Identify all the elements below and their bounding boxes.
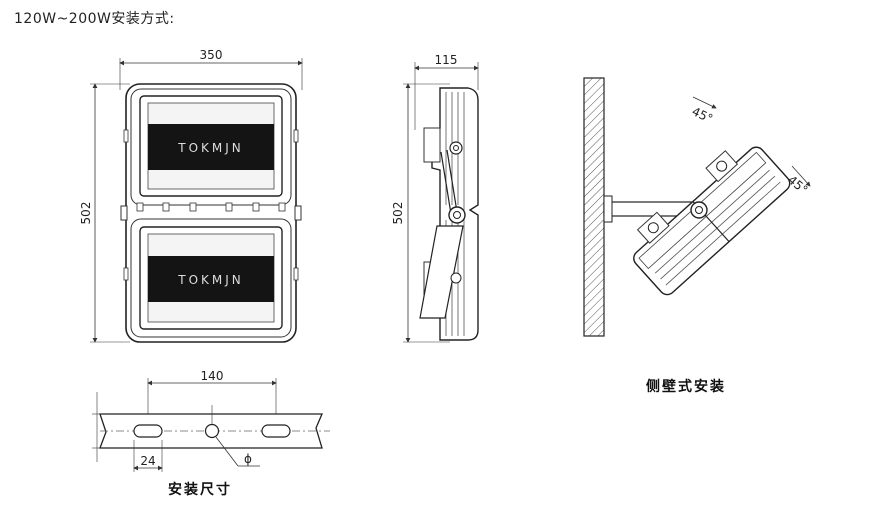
- wall-mount-view: 45° 45°: [583, 77, 811, 337]
- wall-angle-top: 45°: [690, 104, 715, 126]
- page-title: 120W~200W安装方式:: [14, 11, 175, 27]
- front-width-label: 350: [200, 48, 223, 62]
- front-brand-bottom: TOKMJN: [177, 273, 244, 287]
- wall-caption: 侧壁式安装: [646, 378, 726, 395]
- side-view: 115 502: [391, 53, 479, 343]
- bracket-caption: 安装尺寸: [168, 481, 232, 498]
- bracket-hole-label: ϕ: [244, 452, 252, 466]
- bracket-slot-label: 24: [140, 454, 155, 468]
- front-height-label: 502: [79, 202, 93, 225]
- bracket-spacing-label: 140: [201, 369, 224, 383]
- front-view: 350 502 TOKMJN TOKMJN: [79, 48, 303, 343]
- bracket-view: 140 24 ϕ: [92, 369, 330, 472]
- wall-angle-bottom: 45°: [785, 173, 810, 197]
- side-height-label: 502: [391, 202, 405, 225]
- front-brand-top: TOKMJN: [177, 141, 244, 155]
- side-depth-label: 115: [435, 53, 458, 67]
